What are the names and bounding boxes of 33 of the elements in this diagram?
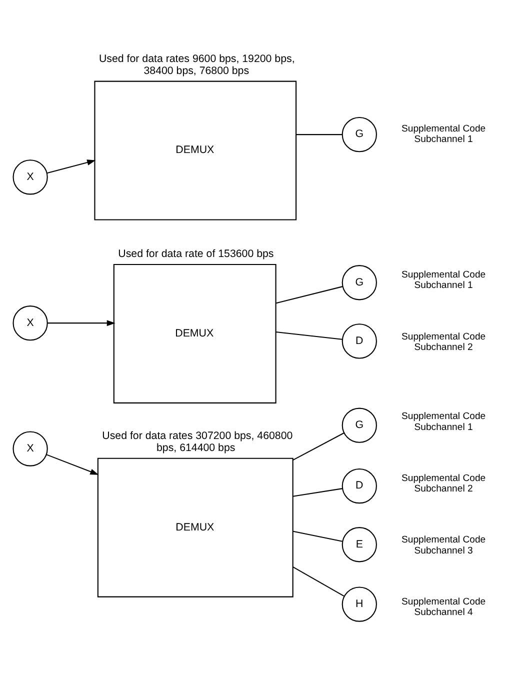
node-box: DEMUX bbox=[112, 263, 276, 403]
connector bbox=[276, 286, 342, 304]
arrow bbox=[47, 320, 115, 326]
node-label: Supplemental Code Subchannel 2 bbox=[400, 472, 486, 494]
node-label: Supplemental Code Subchannel 4 bbox=[400, 596, 486, 618]
arrow bbox=[46, 454, 98, 474]
connector bbox=[292, 432, 344, 460]
node-label: Supplemental Code Subchannel 1 bbox=[400, 123, 486, 145]
node-circle: E bbox=[341, 526, 376, 562]
node-label: Used for data rates 9600 bps, 19200 bps, 38400 bps, 76800 bps bbox=[98, 52, 294, 76]
node-label: Supplemental Code Subchannel 1 bbox=[400, 269, 486, 291]
node-circle: H bbox=[341, 586, 376, 622]
node-circle: X bbox=[12, 305, 48, 340]
node-label: Used for data rate of 153600 bps bbox=[118, 248, 274, 260]
node-label: Used for data rates 307200 bps, 460800 bps, 614400 bps bbox=[102, 430, 292, 454]
node-circle: D bbox=[341, 323, 376, 358]
node-circle: G bbox=[341, 116, 376, 152]
node-circle: X bbox=[12, 430, 48, 466]
node-circle: G bbox=[341, 264, 376, 300]
node-label: Supplemental Code Subchannel 1 bbox=[400, 410, 486, 432]
connector bbox=[276, 331, 342, 340]
node-box: DEMUX bbox=[94, 80, 296, 220]
node-label: Supplemental Code Subchannel 3 bbox=[400, 534, 486, 556]
connector bbox=[292, 488, 342, 496]
arrow bbox=[46, 159, 96, 174]
node-circle: D bbox=[341, 468, 376, 504]
node-circle: G bbox=[341, 407, 376, 442]
node-label: Supplemental Code Subchannel 2 bbox=[400, 330, 486, 352]
connector bbox=[295, 134, 342, 135]
node-box: DEMUX bbox=[96, 457, 293, 597]
connector bbox=[292, 530, 342, 542]
node-circle: X bbox=[12, 159, 48, 194]
connector bbox=[292, 566, 344, 596]
